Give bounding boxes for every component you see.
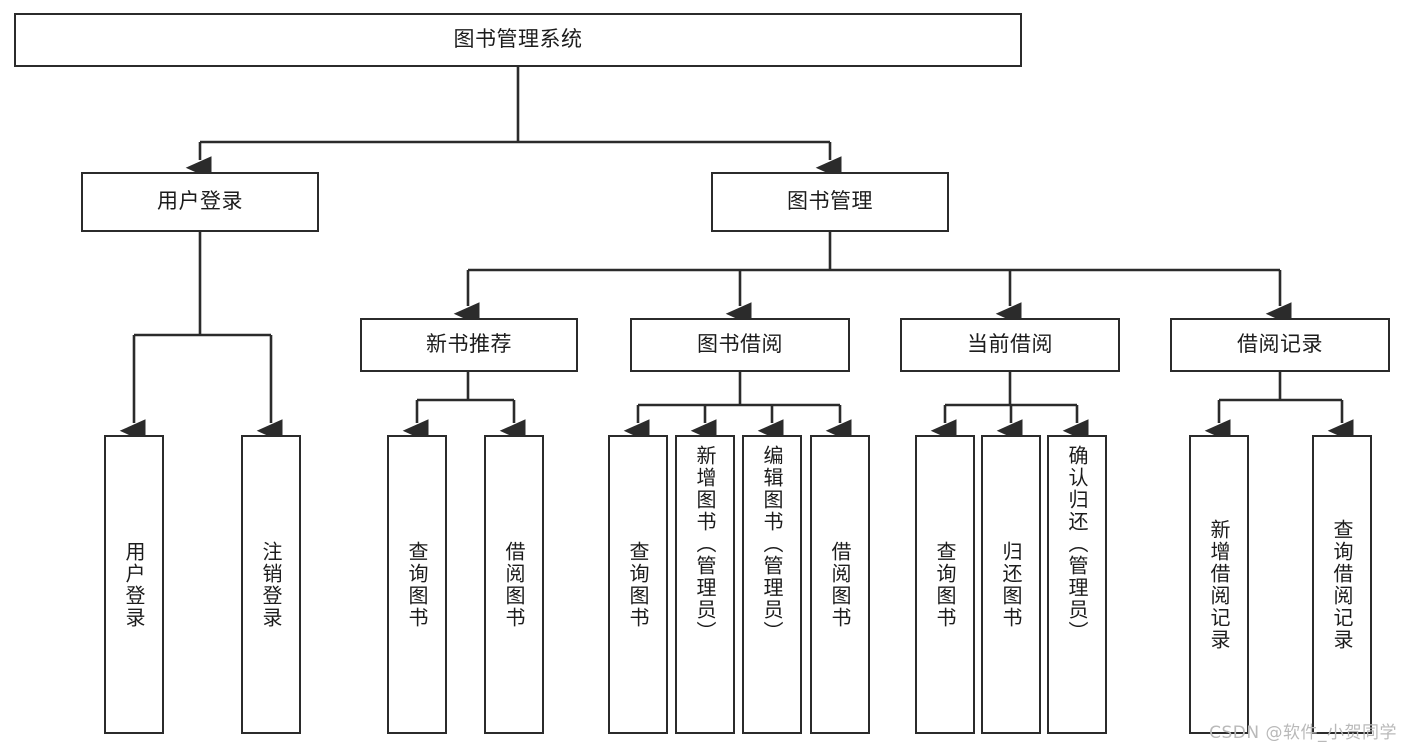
node-leaf-lend-book[interactable]: 借阅图书 — [810, 435, 870, 734]
node-leaf-user-login[interactable]: 用户登录 — [104, 435, 164, 734]
node-leaf-borrow-book-newbook[interactable]: 借阅图书 — [484, 435, 544, 734]
node-leaf-confirm-return-admin[interactable]: 确认归还（管理员） — [1047, 435, 1107, 734]
node-leaf-label: 注销登录 — [259, 540, 283, 629]
node-leaf-add-book-admin[interactable]: 新增图书（管理员） — [675, 435, 735, 734]
node-leaf-query-book-current[interactable]: 查询图书 — [915, 435, 975, 734]
node-leaf-label: 新增借阅记录 — [1207, 518, 1231, 651]
node-leaf-label: 归还图书 — [999, 540, 1023, 629]
node-leaf-query-book-borrow[interactable]: 查询图书 — [608, 435, 668, 734]
node-user-login-label: 用户登录 — [157, 189, 243, 214]
node-leaf-edit-book-admin[interactable]: 编辑图书（管理员） — [742, 435, 802, 734]
node-book-borrow[interactable]: 图书借阅 — [630, 318, 850, 372]
node-borrow-record-label: 借阅记录 — [1237, 332, 1323, 357]
node-new-book-recommend-label: 新书推荐 — [426, 332, 512, 357]
node-book-management-label: 图书管理 — [787, 189, 873, 214]
node-book-borrow-label: 图书借阅 — [697, 332, 783, 357]
node-leaf-label: 借阅图书 — [828, 540, 852, 629]
node-leaf-label: 用户登录 — [122, 540, 146, 629]
node-leaf-query-borrow-record[interactable]: 查询借阅记录 — [1312, 435, 1372, 734]
node-borrow-record[interactable]: 借阅记录 — [1170, 318, 1390, 372]
node-book-management[interactable]: 图书管理 — [711, 172, 949, 232]
node-current-borrow-label: 当前借阅 — [967, 332, 1053, 357]
node-current-borrow[interactable]: 当前借阅 — [900, 318, 1120, 372]
node-leaf-label: 查询图书 — [626, 540, 650, 629]
node-leaf-label: 查询借阅记录 — [1330, 518, 1354, 651]
node-root[interactable]: 图书管理系统 — [14, 13, 1022, 67]
node-leaf-query-book-newbook[interactable]: 查询图书 — [387, 435, 447, 734]
node-leaf-label: 借阅图书 — [502, 540, 526, 629]
node-leaf-label: 查询图书 — [405, 540, 429, 629]
node-leaf-label: 查询图书 — [933, 540, 957, 629]
node-leaf-label: 确认归还（管理员） — [1065, 445, 1089, 643]
node-leaf-label: 编辑图书（管理员） — [760, 445, 784, 643]
node-leaf-return-book[interactable]: 归还图书 — [981, 435, 1041, 734]
node-leaf-add-borrow-record[interactable]: 新增借阅记录 — [1189, 435, 1249, 734]
node-root-label: 图书管理系统 — [453, 27, 583, 52]
node-leaf-logout[interactable]: 注销登录 — [241, 435, 301, 734]
node-new-book-recommend[interactable]: 新书推荐 — [360, 318, 578, 372]
node-leaf-label: 新增图书（管理员） — [693, 445, 717, 643]
node-user-login[interactable]: 用户登录 — [81, 172, 319, 232]
